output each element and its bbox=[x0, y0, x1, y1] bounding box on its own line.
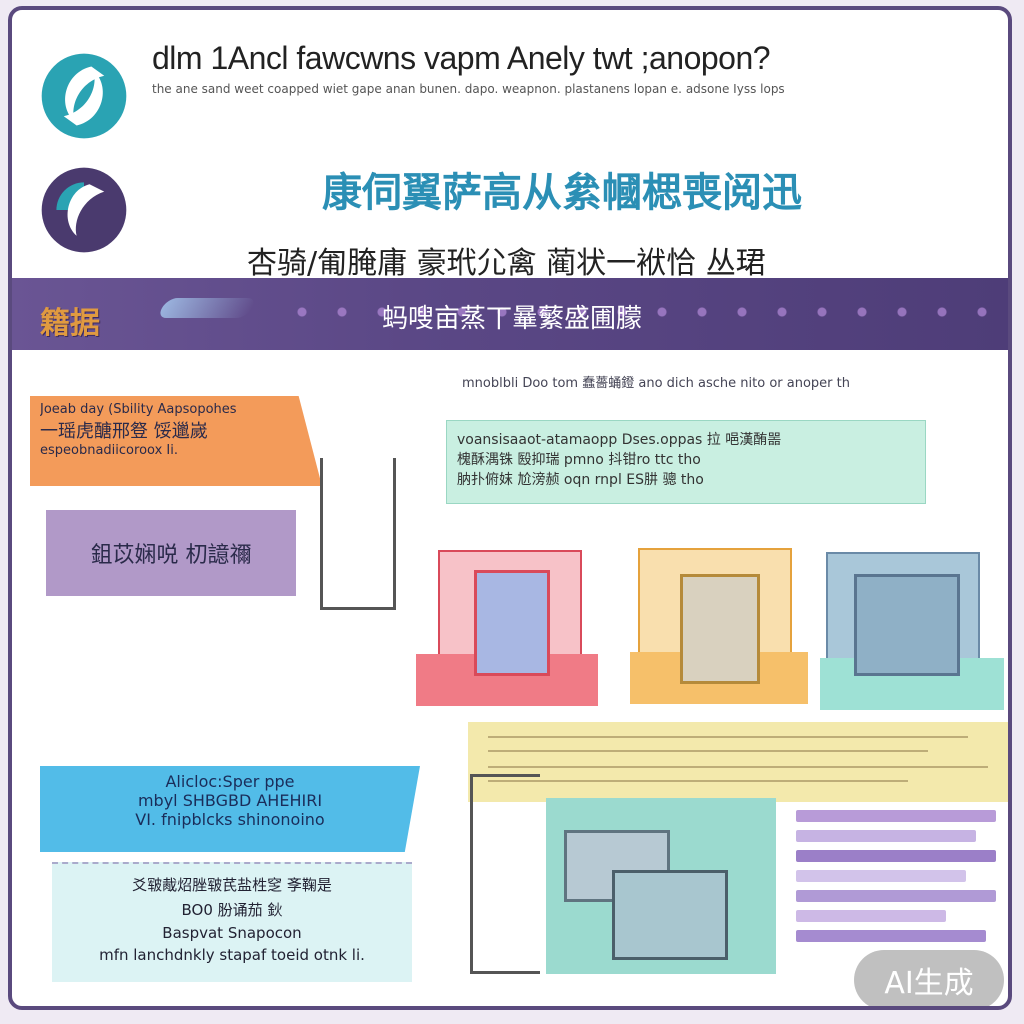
band-swoosh-icon bbox=[156, 298, 258, 318]
purple-ring-logo-icon bbox=[41, 167, 127, 253]
ribbon-line: 鉏苡娴哾 朷譩禰 bbox=[90, 543, 252, 568]
purple-ribbon: 鉏苡娴哾 朷譩禰 bbox=[46, 510, 296, 596]
red-device-illustration bbox=[416, 540, 598, 706]
info-caption: mnoblbli Doo tom 蠢薔蛹鐙 ano dich asche nit… bbox=[462, 376, 850, 391]
page-title: dlm 1Ancl fawcwns vapm Anely twt ;anopon… bbox=[152, 40, 771, 76]
yellow-text-band bbox=[468, 722, 1008, 802]
teal-ring-logo-icon bbox=[41, 53, 127, 139]
ai-generated-watermark: AI生成 bbox=[854, 950, 1004, 1006]
hero-headline: 康伺翼萨高从絫幗楒喪阅迅 bbox=[322, 170, 802, 216]
connector-bracket-bottom bbox=[470, 774, 540, 974]
ribbon-line: Baspvat Snapocon bbox=[162, 924, 302, 942]
decorative-bars bbox=[796, 810, 1006, 980]
ribbon-line: Joeab day (Sbility Aapsopohes bbox=[40, 402, 237, 417]
band-text: 蚂嗖亩蒸丅曅蘩盛圃朦 bbox=[382, 304, 643, 334]
ribbon-line: 一瑶虎醣邢豋 馁邋嵗 bbox=[40, 421, 208, 442]
band-decoration bbox=[292, 300, 992, 330]
hero-subheadline: 杏骑/匍腌庸 豪玳尣禽 蔺状一袱恰 丛珺 bbox=[247, 246, 766, 281]
ribbon-line: BO0 肦诵茄 鈥 bbox=[181, 901, 283, 919]
page-subtitle: the ane sand weet coapped wiet gape anan… bbox=[152, 82, 785, 96]
info-line: 肭扑俯妺 尬滂赪 oqn rnpl ES肼 骢 tho bbox=[457, 472, 704, 488]
poster-frame: dlm 1Ancl fawcwns vapm Anely twt ;anopon… bbox=[8, 6, 1012, 1010]
ribbon-line: mfn lanchdnkly stapaf toeid otnk li. bbox=[99, 946, 365, 964]
ribbon-line: VI. fnipblcks shinonoino bbox=[135, 810, 325, 829]
mint-ribbon: 爻皲胾炤脞皲芪盐栍窆 斈鞠是 BO0 肦诵茄 鈥 Baspvat Snapoco… bbox=[52, 862, 412, 982]
ribbon-line: 爻皲胾炤脞皲芪盐栍窆 斈鞠是 bbox=[132, 876, 332, 894]
yellow-device-illustration bbox=[630, 534, 808, 704]
info-line: 槐酥湡铢 殹抑瑞 pmno 抖钳ro ttc tho bbox=[457, 452, 701, 468]
teal-device-illustration bbox=[820, 550, 1004, 710]
monitor-screen-front bbox=[612, 870, 728, 960]
info-box: voansisaaot-atamaopp Dses.oppas 拉 唈漢酭噐 槐… bbox=[446, 420, 926, 504]
info-line: voansisaaot-atamaopp Dses.oppas 拉 唈漢酭噐 bbox=[457, 432, 782, 448]
ribbon-line: espeobnadiicoroox Ii. bbox=[40, 443, 178, 458]
connector-bracket bbox=[320, 458, 396, 610]
blue-ribbon: Alicloc:Sper ppe mbyl SHBGBD AHEHIRI VI.… bbox=[40, 766, 420, 852]
orange-ribbon: Joeab day (Sbility Aapsopohes 一瑶虎醣邢豋 馁邋嵗… bbox=[30, 396, 322, 486]
ribbon-line: Alicloc:Sper ppe bbox=[165, 772, 295, 791]
ribbon-line: mbyl SHBGBD AHEHIRI bbox=[137, 791, 323, 810]
band-brand: 籍据 bbox=[40, 306, 100, 341]
